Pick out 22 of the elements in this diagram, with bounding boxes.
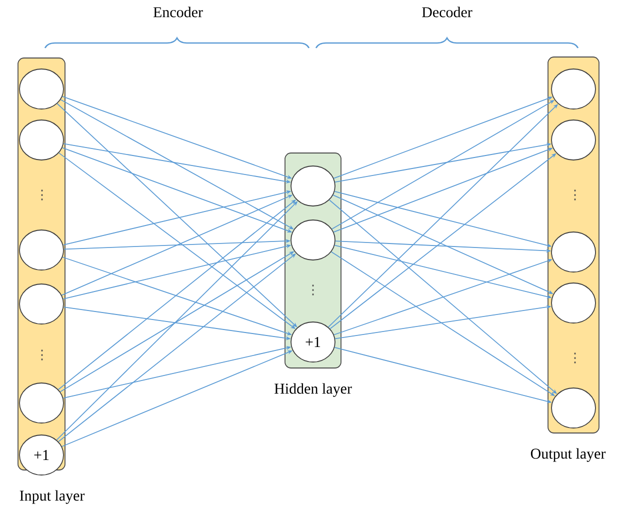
ellipsis: ⋮	[574, 190, 576, 200]
neuron-circle	[551, 68, 596, 110]
neuron-circle	[19, 230, 64, 270]
neuron-circle	[19, 284, 64, 324]
neuron-circle	[551, 388, 596, 428]
neuron-circle	[551, 120, 596, 160]
ellipsis: ⋮	[574, 352, 576, 364]
neuron-circle	[19, 68, 64, 110]
layer-caption: Output layer	[530, 448, 606, 462]
layer-caption: Input layer	[20, 490, 85, 504]
neuron-circle	[19, 120, 64, 160]
ellipsis: ⋮	[41, 190, 43, 200]
neuron-circle	[19, 382, 64, 424]
ellipsis: ⋮	[312, 284, 314, 296]
neuron-circle	[290, 220, 336, 260]
neuron-circle	[290, 166, 336, 206]
ellipsis: ⋮	[41, 350, 43, 360]
neuron-circle	[551, 232, 596, 272]
neuron-circle	[551, 282, 596, 324]
layer-caption: Hidden layer	[274, 383, 352, 397]
brace-label: Encoder	[153, 6, 203, 18]
brace-label: Decoder	[422, 6, 472, 18]
